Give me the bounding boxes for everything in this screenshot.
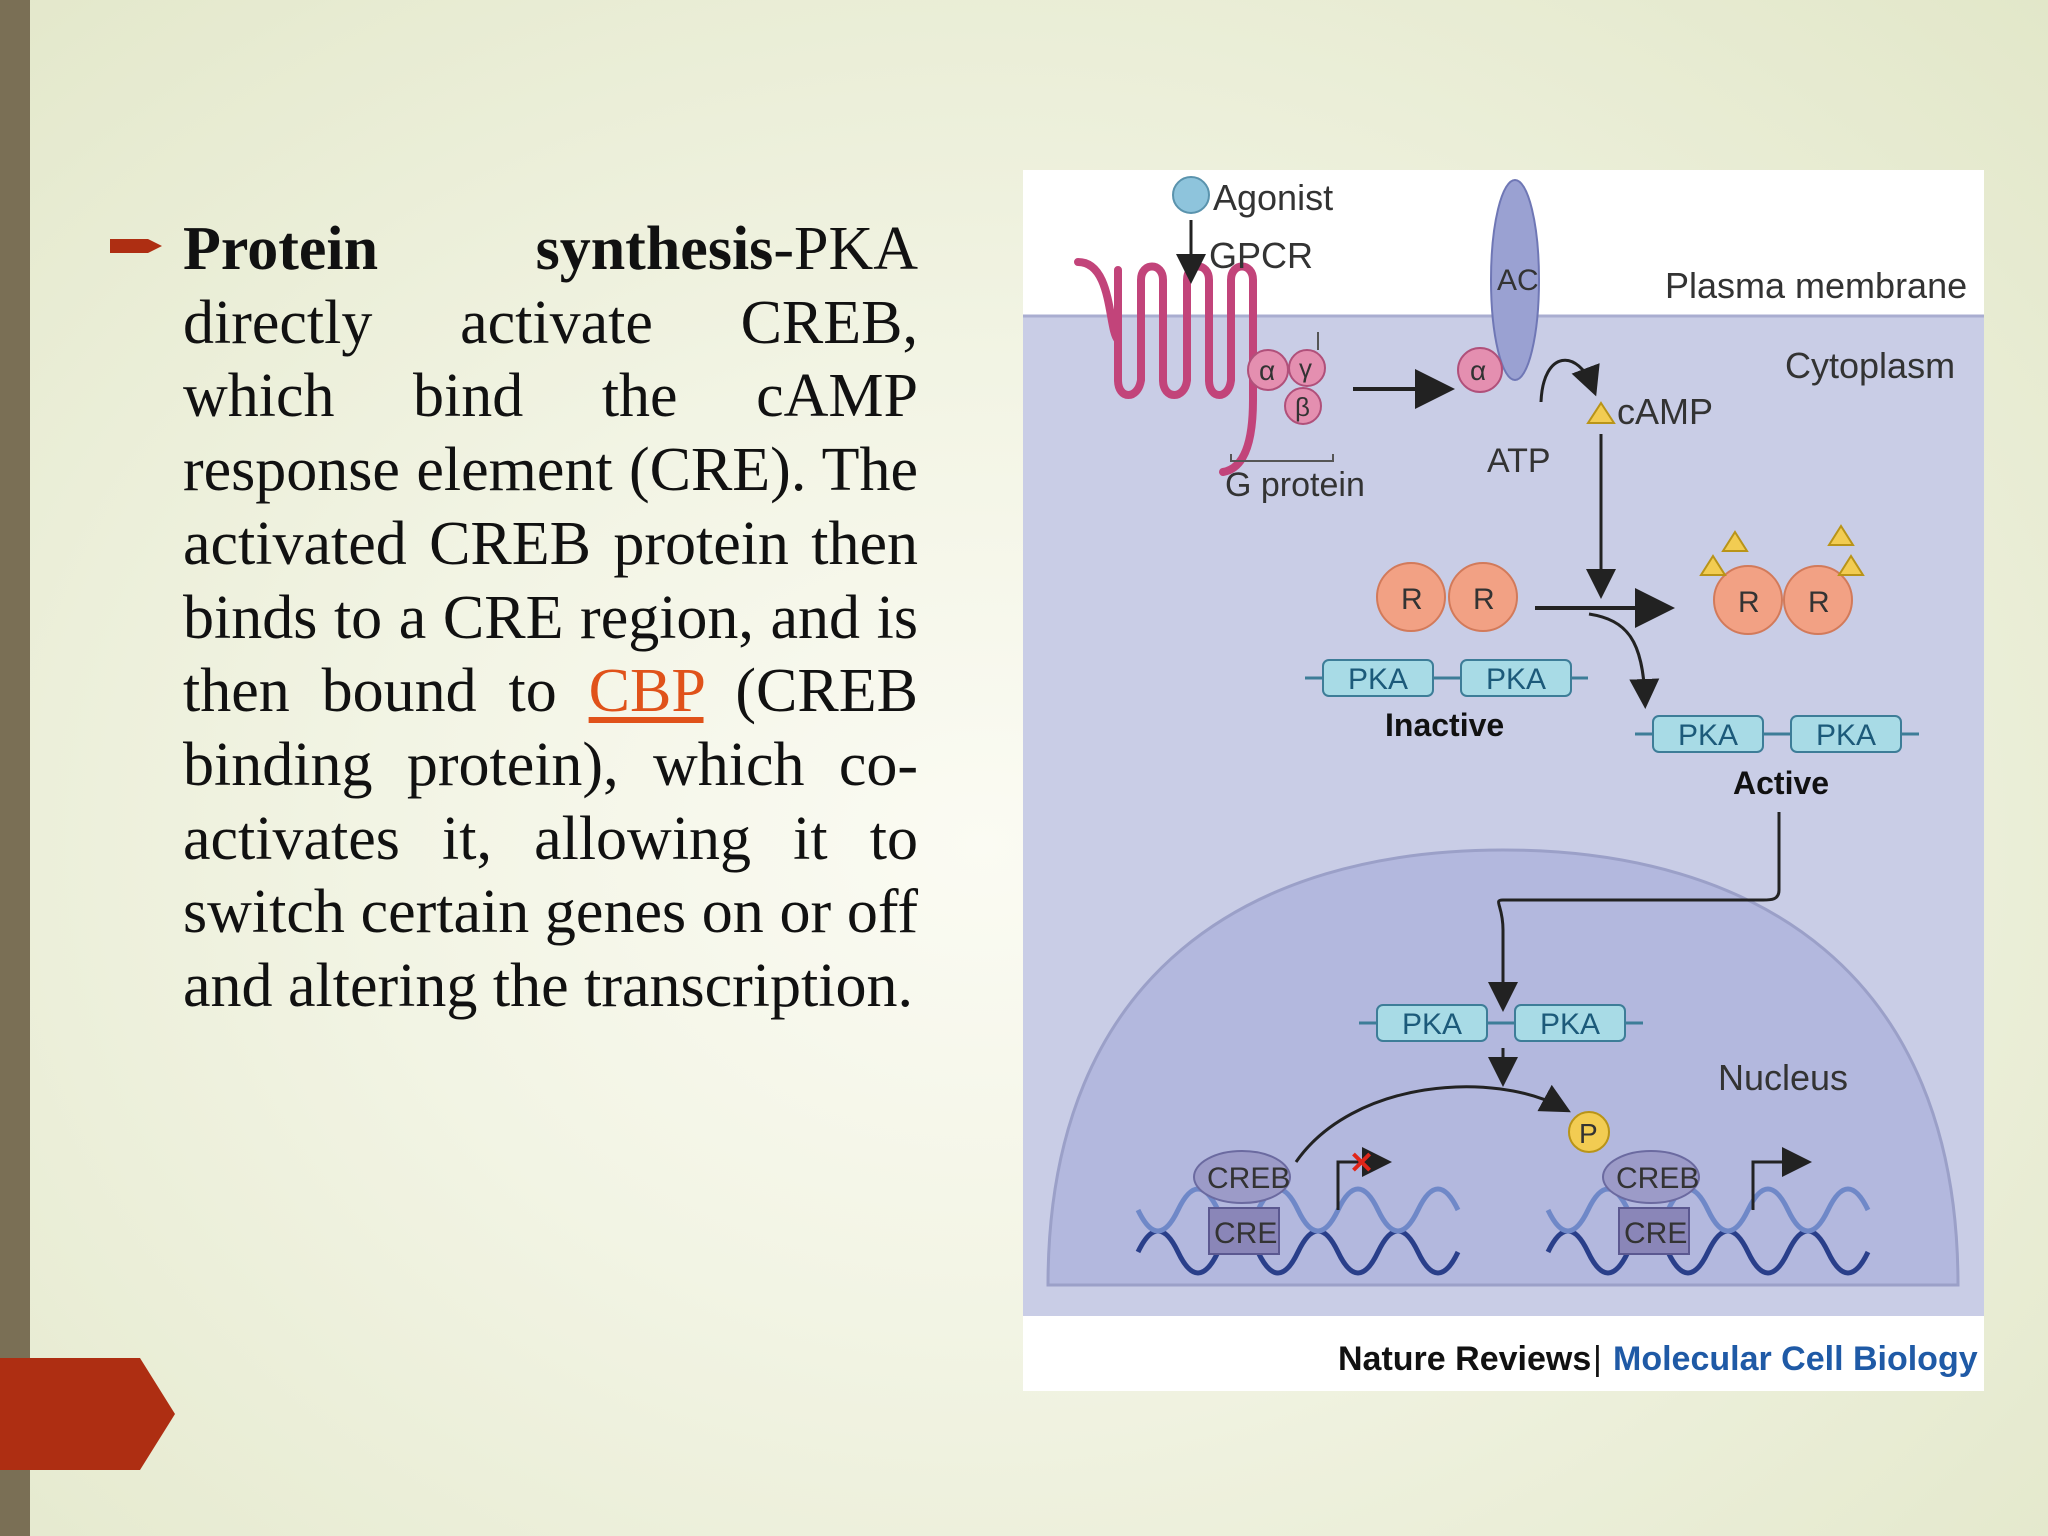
cre-label: CRE <box>1214 1217 1277 1250</box>
dna-strand <box>1545 1228 1871 1276</box>
agonist-molecule <box>1172 176 1210 214</box>
bullet-arrow-icon <box>110 239 162 253</box>
bullet-term: Protein synthesis <box>183 215 774 283</box>
red-arrow-tab <box>0 1358 175 1470</box>
dna-strand <box>1545 1186 1871 1234</box>
g-gamma-subunit <box>1288 349 1326 387</box>
pka-label: PKA <box>1348 663 1408 696</box>
nucleus-label: Nucleus <box>1718 1057 1848 1098</box>
pka-label: PKA <box>1402 1008 1462 1041</box>
phosphate-group <box>1568 1111 1610 1153</box>
phosphate-label: P <box>1579 1118 1598 1149</box>
g-gamma-label: γ <box>1299 353 1312 383</box>
creb-label: CREB <box>1616 1162 1699 1195</box>
cre-label: CRE <box>1624 1217 1687 1250</box>
ac-alpha-label: α <box>1470 355 1486 386</box>
pka-label: PKA <box>1486 663 1546 696</box>
g-alpha-subunit <box>1247 349 1289 391</box>
r-label: R <box>1473 583 1495 616</box>
r-subunit-camp-bound <box>1783 565 1853 635</box>
pka-catalytic <box>1652 715 1764 753</box>
cytoplasm-label: Cytoplasm <box>1785 345 1955 386</box>
g-protein-label: G protein <box>1225 466 1365 504</box>
g-beta-label: β <box>1295 392 1310 422</box>
pka-catalytic <box>1514 1004 1626 1042</box>
inactive-label: Inactive <box>1385 707 1504 743</box>
r-subunit-camp-bound <box>1713 565 1783 635</box>
r-label: R <box>1401 583 1423 616</box>
pka-catalytic <box>1790 715 1902 753</box>
pka-label: PKA <box>1678 719 1738 752</box>
r-label: R <box>1738 586 1760 619</box>
pka-catalytic <box>1322 659 1434 697</box>
blocked-x-icon: ✕ <box>1349 1147 1374 1180</box>
camp-pka-creb-diagram: Agonist GPCR α γ β G protein AC α ATP cA… <box>1023 170 1984 1391</box>
bullet-body-part2: (CREB binding protein), which co-activat… <box>183 657 918 1021</box>
credit-section: Molecular Cell Biology <box>1613 1340 1978 1378</box>
bullet-body-part1: -PKA directly activate CREB, which bind … <box>183 215 918 726</box>
cre-element <box>1208 1207 1280 1255</box>
pka-label: PKA <box>1816 719 1876 752</box>
g-alpha-label: α <box>1259 355 1275 386</box>
dna-strand <box>1135 1186 1461 1234</box>
bullet-text: Protein synthesis-PKA directly activate … <box>183 213 918 1024</box>
credit-journal: Nature Reviews <box>1338 1340 1591 1378</box>
creb-protein <box>1602 1150 1700 1204</box>
dna-strand <box>1135 1228 1461 1276</box>
active-label: Active <box>1733 765 1829 801</box>
g-beta-subunit <box>1284 387 1322 425</box>
cbp-link[interactable]: CBP <box>588 657 704 726</box>
pka-label: PKA <box>1540 1008 1600 1041</box>
ac-alpha-subunit <box>1457 347 1503 393</box>
r-subunit <box>1376 562 1446 632</box>
r-subunit <box>1448 562 1518 632</box>
pka-catalytic <box>1460 659 1572 697</box>
credit-separator: | <box>1593 1340 1602 1378</box>
creb-label: CREB <box>1207 1162 1290 1195</box>
gpcr-label: GPCR <box>1209 235 1313 276</box>
left-accent-strip <box>0 0 30 1536</box>
ac-label: AC <box>1497 264 1539 297</box>
plasma-membrane-label: Plasma membrane <box>1665 265 1967 306</box>
creb-protein <box>1193 1150 1291 1204</box>
adenylyl-cyclase <box>1490 179 1540 381</box>
atp-label: ATP <box>1487 442 1551 480</box>
pka-catalytic <box>1376 1004 1488 1042</box>
cre-element <box>1618 1207 1690 1255</box>
camp-label: cAMP <box>1617 391 1713 432</box>
agonist-label: Agonist <box>1213 177 1333 218</box>
r-label: R <box>1808 586 1830 619</box>
